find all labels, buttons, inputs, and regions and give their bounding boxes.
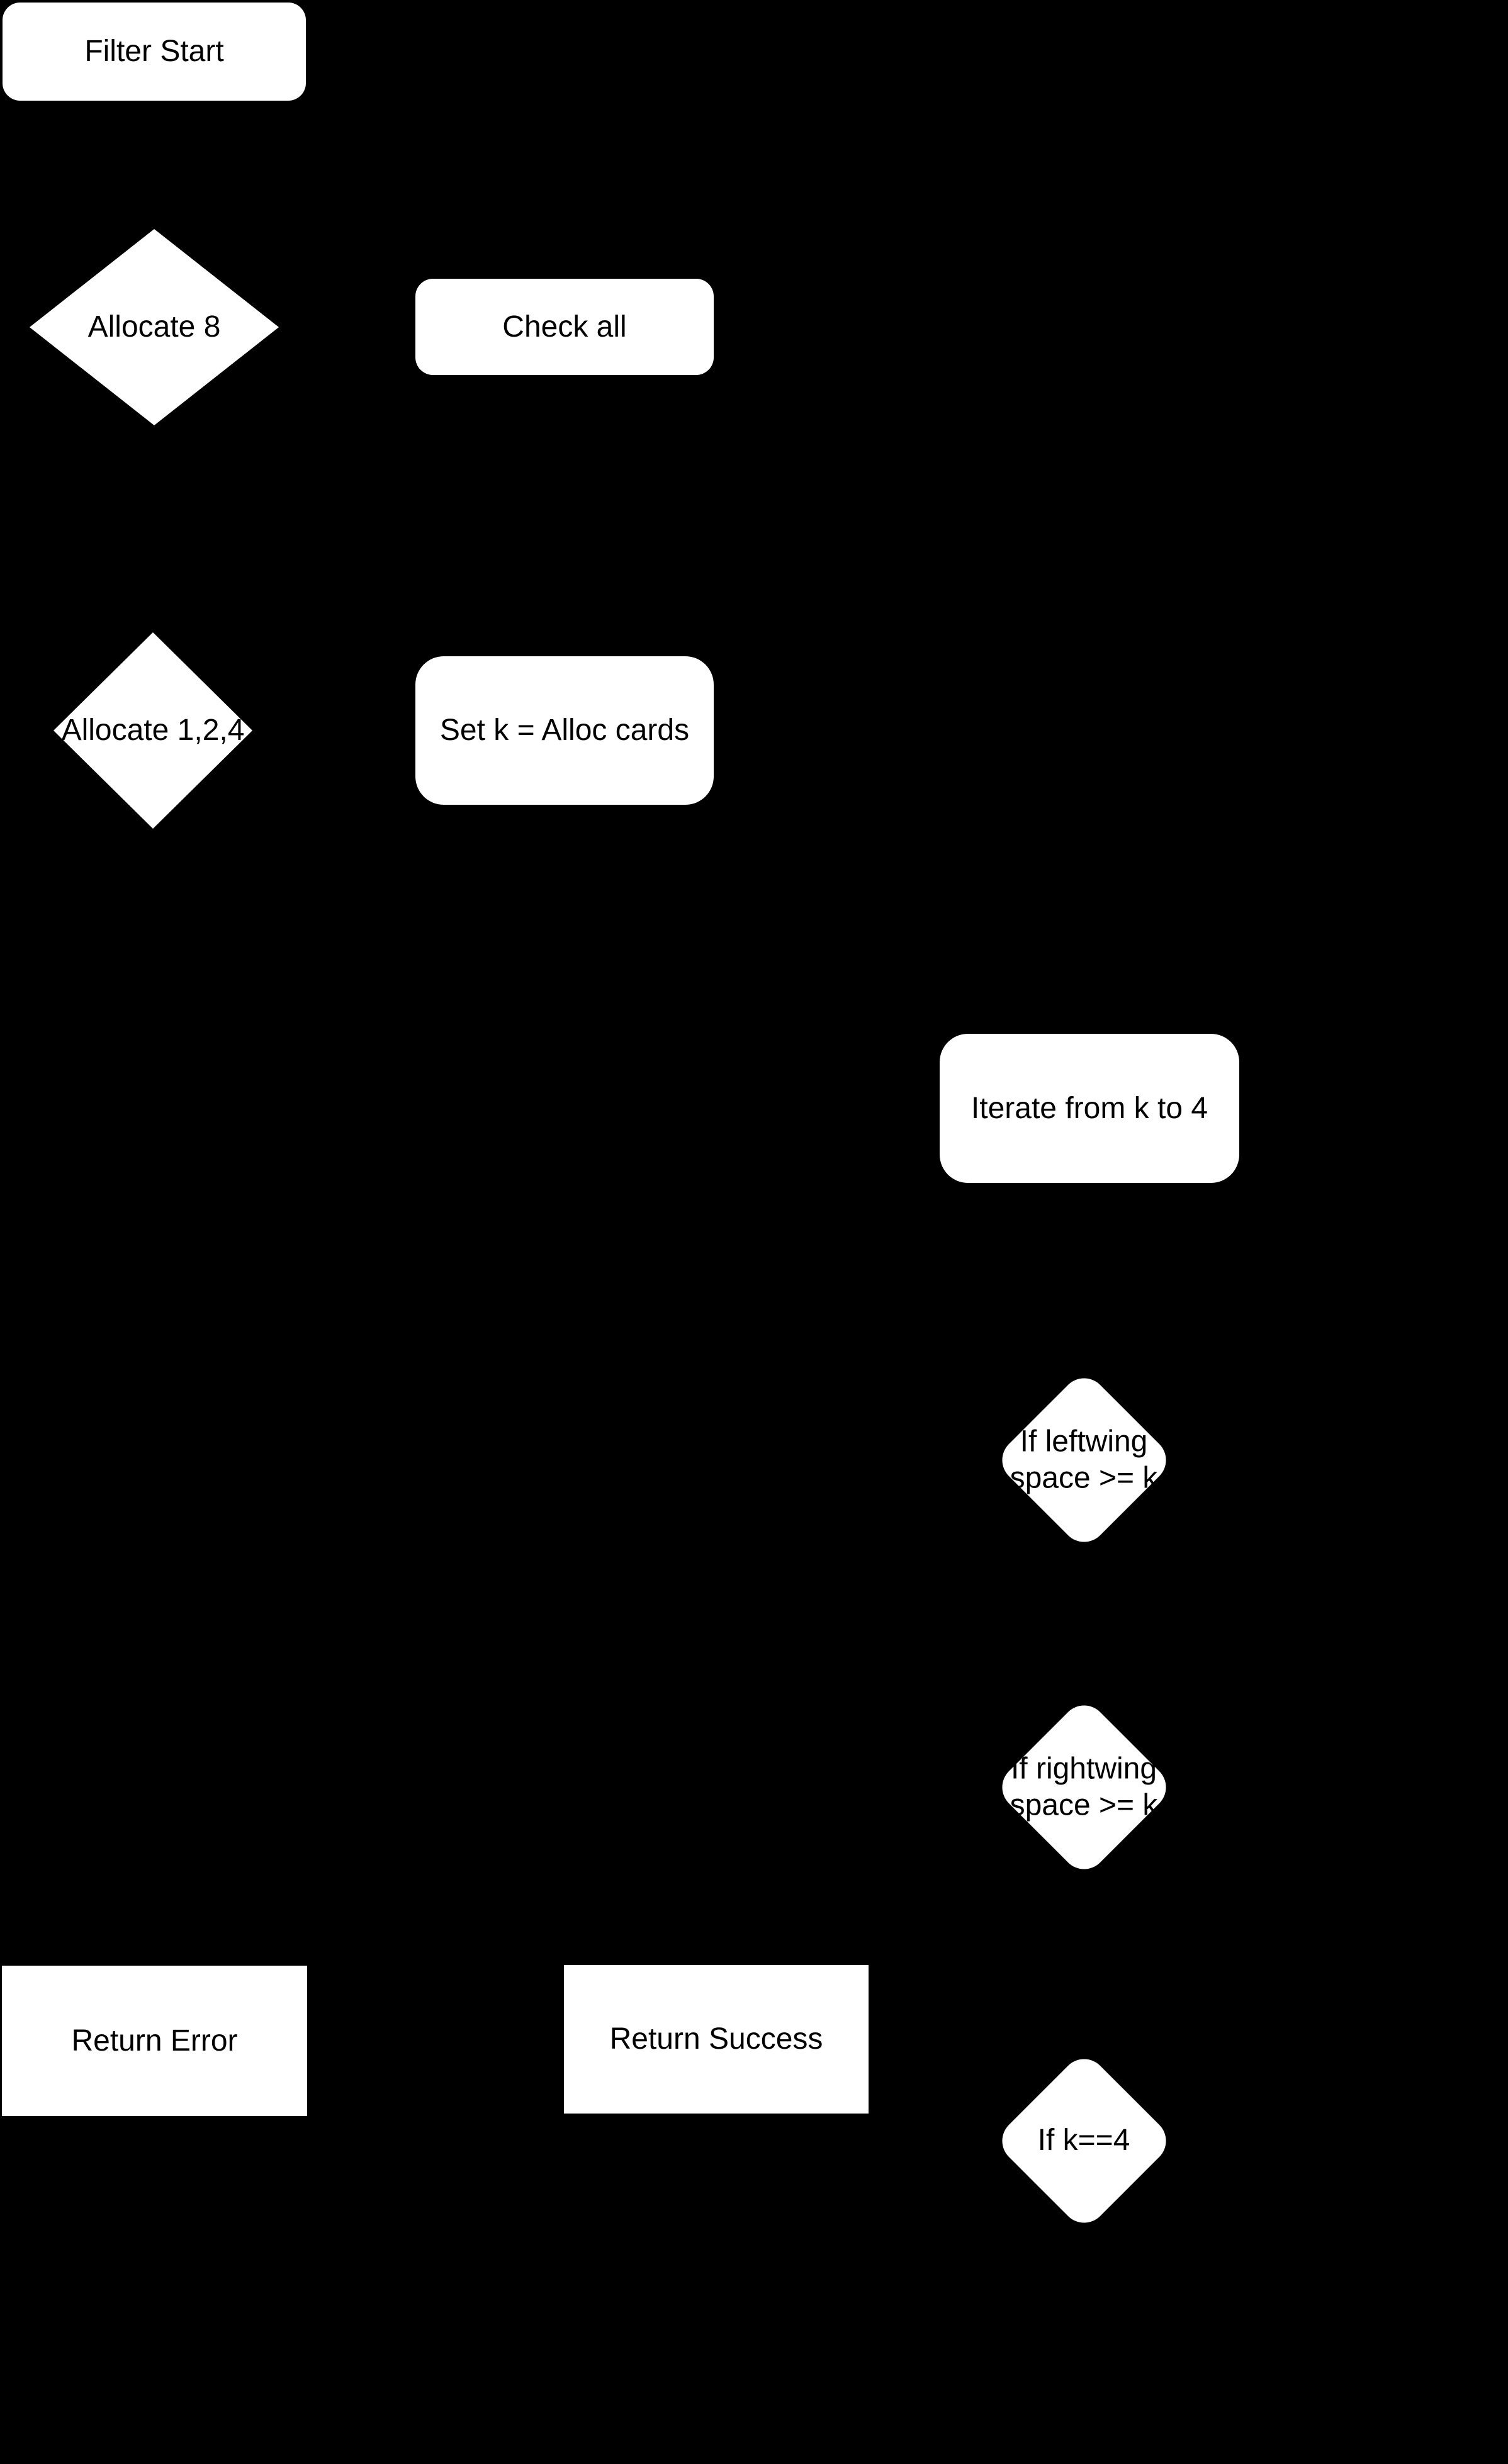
node-label-allocate-8: Allocate 8 [87,310,221,344]
flow-node-if-k-eq-4: If k==4 [993,2049,1175,2232]
flow-node-allocate-124: Allocate 1,2,4 [53,632,252,829]
rounded-rect-shape [415,279,714,375]
node-label-if-rightwing: If rightwing space >= k [1010,1752,1158,1822]
node-label-if-k-eq-4: If k==4 [1037,2124,1130,2158]
flow-node-filter-start: Filter Start [3,3,306,101]
flow-node-iterate: Iterate from k to 4 [940,1034,1239,1183]
rounded-rect-shape [940,1034,1239,1183]
rounded-rect-shape [415,656,714,805]
flow-node-return-success: Return Success [564,1965,869,2114]
node-label-return-success: Return Success [609,2022,823,2056]
rect-shape [2,1966,307,2116]
node-label-return-error: Return Error [71,2024,238,2058]
flow-node-allocate-8: Allocate 8 [30,229,279,425]
node-label-if-leftwing: If leftwing space >= k [1010,1425,1158,1494]
flow-node-if-rightwing: If rightwing space >= k [993,1696,1175,1878]
node-label-allocate-124: Allocate 1,2,4 [61,714,245,748]
node-label-iterate: Iterate from k to 4 [971,1091,1208,1125]
rect-shape [564,1965,869,2114]
node-label-set-k: Set k = Alloc cards [439,714,690,748]
flow-node-check-all: Check all [415,279,714,375]
node-label-check-all: Check all [502,310,627,344]
flow-node-set-k: Set k = Alloc cards [415,656,714,805]
rounded-rect-shape [3,3,306,101]
flow-node-if-leftwing: If leftwing space >= k [993,1369,1175,1551]
node-label-filter-start: Filter Start [84,35,224,69]
flow-node-return-error: Return Error [2,1966,307,2116]
